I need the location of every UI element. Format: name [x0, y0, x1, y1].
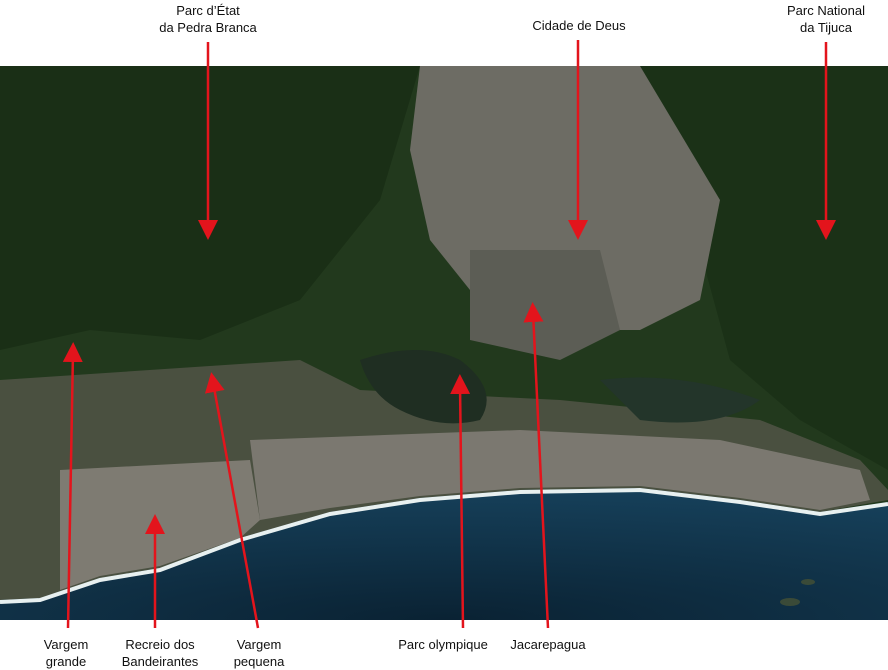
label-vargem-pequena: Vargem pequena [234, 636, 285, 670]
label-line: Jacarepagua [510, 637, 586, 652]
label-line: Cidade de Deus [532, 18, 626, 33]
island [801, 579, 815, 585]
label-line: Recreio dos [125, 637, 195, 652]
arrow-vargem-pequena [204, 372, 260, 629]
label-pedra-branca: Parc d’État da Pedra Branca [159, 2, 257, 36]
label-line: da Pedra Branca [159, 20, 257, 35]
label-line: Vargem [43, 637, 89, 652]
island [780, 598, 800, 606]
label-parc-olympique: Parc olympique [398, 636, 488, 653]
label-recreio: Recreio dos Bandeirantes [122, 636, 199, 670]
label-tijuca: Parc National da Tijuca [787, 2, 865, 36]
label-line: grande [45, 654, 87, 669]
label-line: pequena [233, 654, 285, 669]
label-vargem-grande: Vargem grande [44, 636, 89, 670]
arrow-parc-olympique [450, 374, 471, 629]
label-jacarepagua: Jacarepagua [510, 636, 585, 653]
bottom-margin [0, 620, 888, 670]
surf-line [0, 487, 888, 604]
urban-district [470, 250, 620, 360]
label-line: da Tijuca [799, 20, 853, 35]
label-line: Bandeirantes [121, 654, 199, 669]
barra-urban-strip [250, 430, 870, 520]
label-line: Parc d’État [176, 3, 240, 18]
arrow-vargem-grande [62, 342, 83, 629]
ocean [0, 488, 888, 620]
label-line: Vargem [236, 637, 282, 652]
label-line: Parc National [786, 3, 866, 18]
lagoon [600, 377, 760, 423]
annotation-arrows [62, 40, 836, 629]
label-cidade-de-deus: Cidade de Deus [532, 17, 625, 34]
pedra-branca-mountains [0, 66, 420, 350]
arrow-jacarepagua [523, 302, 550, 629]
lagoon [360, 350, 487, 424]
label-line: Parc olympique [398, 637, 488, 652]
